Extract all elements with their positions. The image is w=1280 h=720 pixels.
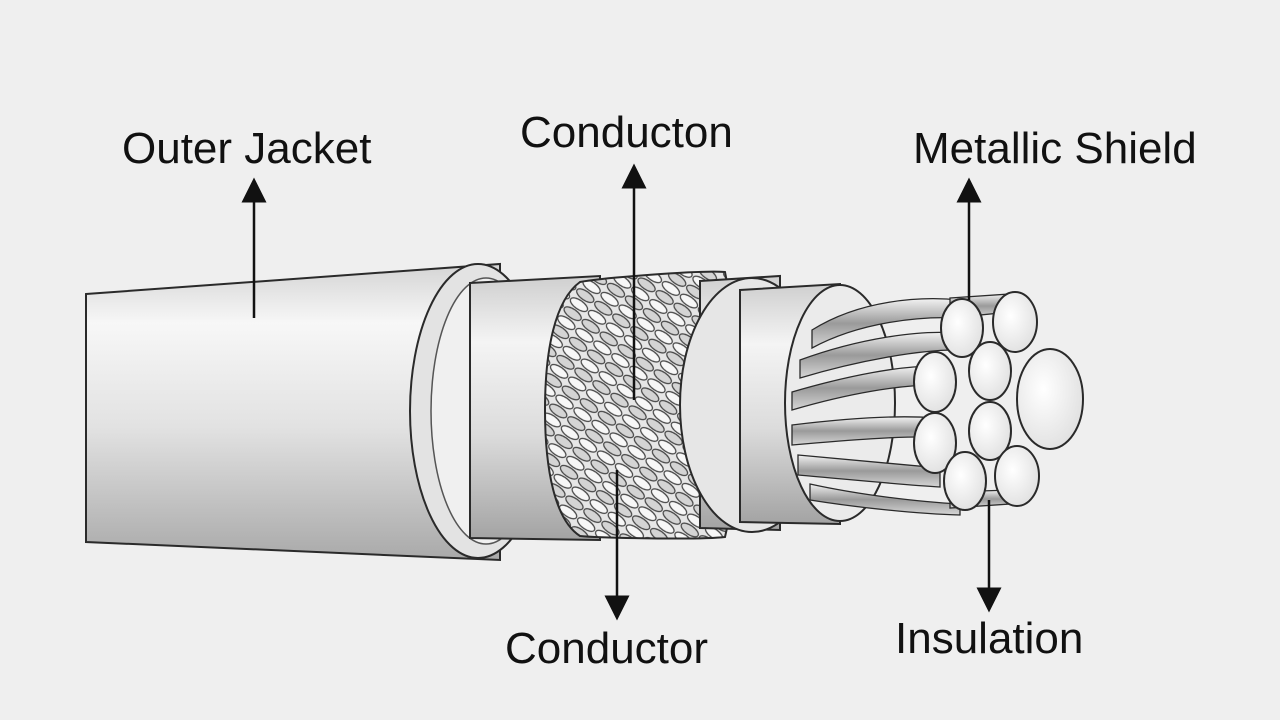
- outer-jacket-label: Outer Jacket: [122, 124, 372, 173]
- leader-arrows: [241, 163, 1002, 621]
- outer-jacket-body: [85, 262, 501, 562]
- metallic-shield-label: Metallic Shield: [913, 124, 1197, 173]
- insulation-label: Insulation: [895, 614, 1084, 663]
- conductor-strand-faces: [913, 291, 1084, 511]
- conductor-label: Conductor: [505, 624, 709, 673]
- conducton-label: Conducton: [520, 108, 733, 157]
